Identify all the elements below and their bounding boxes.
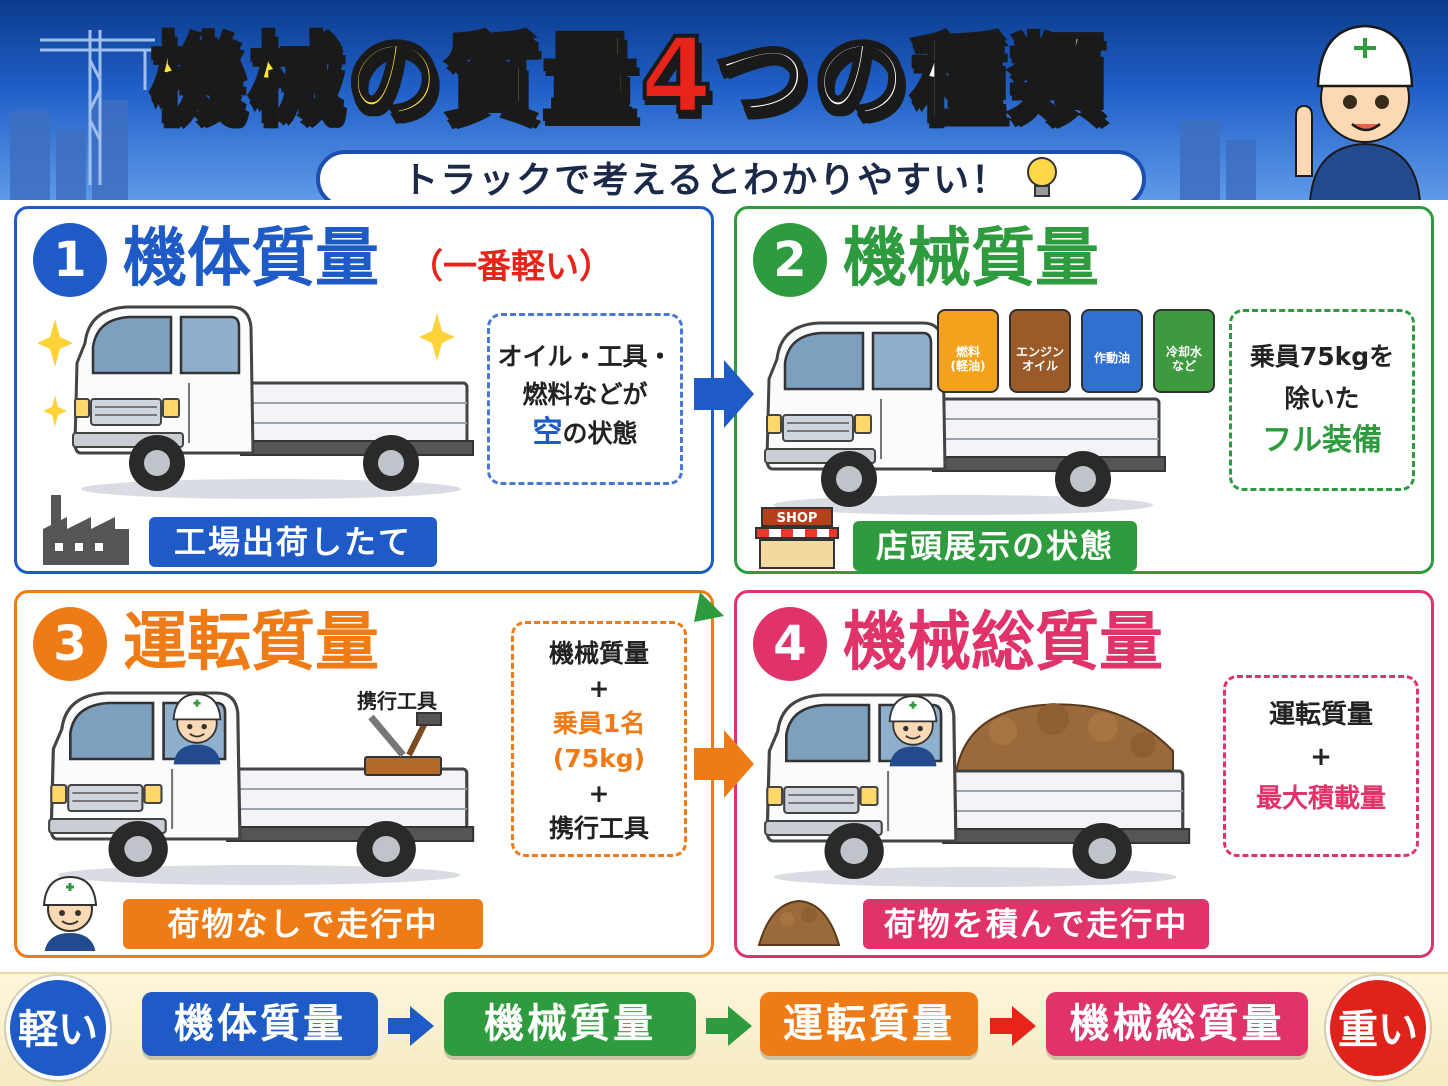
scene-label: 店頭展示の状態 <box>853 521 1137 571</box>
crane-icon <box>40 30 155 185</box>
subtitle-text: トラックで考えるとわかりやすい！ <box>402 160 1010 200</box>
condition-box: 運転質量 + 最大積載量 <box>1223 675 1419 857</box>
loaded-truck-image <box>763 693 1191 889</box>
condition-line: 乗員75kgを <box>1249 342 1395 371</box>
panel-title: 機械質量 <box>843 222 1099 296</box>
condition-box: 乗員75kgを 除いた フル装備 <box>1229 309 1415 491</box>
condition-line: オイル・工具・ <box>497 342 673 371</box>
panel-number: 4 <box>753 607 827 681</box>
panel-number: 1 <box>33 223 107 297</box>
condition-line: 除いた <box>1284 384 1360 413</box>
condition-line: 機械質量 <box>548 639 649 668</box>
condition-box: 機械質量 + 乗員1名 (75kg) + 携行工具 <box>511 621 687 857</box>
arrow-right-icon <box>990 1006 1036 1046</box>
sparkle-icon <box>37 319 73 427</box>
panel-gross-mass: 4 機械総質量 運転質量 + 最大積載量 荷物を積んで走行中 <box>734 590 1434 958</box>
condition-emphasis: 空 <box>532 415 563 450</box>
arrow-right-icon <box>694 730 754 798</box>
panel-machine-mass: 2 機械質量 燃料 (軽油) エンジン オイル 作動油 冷却水 など 乗員75k… <box>734 206 1434 574</box>
tools-icon <box>364 712 442 776</box>
can-label: 燃料 (軽油) <box>950 345 986 373</box>
title-part-2: 4 <box>638 13 715 139</box>
scene-label: 荷物を積んで走行中 <box>863 899 1209 949</box>
light-badge: 軽い <box>6 976 110 1080</box>
title-part-1: 機械の質量 <box>148 21 640 137</box>
panel-operating-mass: 3 運転質量 携行工具 機械質量 + 乗員1名 (75kg) + 携行工具 荷物… <box>14 590 714 958</box>
condition-emphasis-2: (75kg) <box>552 744 646 773</box>
coolant-can-icon: 冷却水 など <box>1153 309 1215 393</box>
fluid-cans: 燃料 (軽油) エンジン オイル 作動油 冷却水 など <box>937 309 1217 393</box>
sparkle-icon <box>419 313 455 361</box>
factory-icon <box>43 495 129 565</box>
condition-line: + <box>588 674 610 703</box>
lightbulb-icon <box>1026 157 1057 197</box>
condition-line: 携行工具 <box>548 814 649 843</box>
panel-note: （一番軽い） <box>409 247 613 287</box>
condition-line: + <box>1310 742 1332 772</box>
tool-label: 携行工具 <box>357 689 437 713</box>
dirt-pile-icon <box>757 899 841 946</box>
scene-label: 工場出荷したて <box>149 517 437 567</box>
fuel-can-icon: 燃料 (軽油) <box>937 309 999 393</box>
panel-title: 機体質量 <box>123 222 379 296</box>
panel-body-mass: 1 機体質量 （一番軽い） オイル・工具・ 燃料などが 空の状態 工場出荷したて <box>14 206 714 574</box>
main-title: 機械の質量4つの種類 <box>148 6 1270 146</box>
driver-icon <box>42 875 98 951</box>
mascot-worker-icon <box>1295 24 1421 200</box>
title-part-3: つの種類 <box>712 21 1107 137</box>
can-label: エンジン オイル <box>1015 345 1064 373</box>
scene-label: 荷物なしで走行中 <box>123 899 483 949</box>
order-step-1: 機体質量 <box>142 992 378 1056</box>
order-step-2: 機械質量 <box>444 992 696 1056</box>
panel-number: 2 <box>753 223 827 297</box>
heavy-badge: 重い <box>1326 976 1430 1080</box>
arrow-right-icon <box>706 1006 752 1046</box>
can-label: 冷却水 など <box>1165 345 1202 373</box>
arrow-down-left-icon <box>694 576 740 622</box>
condition-line: 運転質量 <box>1268 700 1373 730</box>
condition-tail: の状態 <box>562 419 638 448</box>
panel-number: 3 <box>33 607 107 681</box>
arrow-right-icon <box>694 360 754 428</box>
condition-line: + <box>588 779 610 808</box>
condition-box: オイル・工具・ 燃料などが 空の状態 <box>487 313 683 485</box>
header-banner: 機械の質量4つの種類 トラックで考えるとわかりやすい！ <box>0 0 1448 200</box>
condition-emphasis: フル装備 <box>1262 423 1382 458</box>
arrow-right-icon <box>388 1006 434 1046</box>
can-label: 作動油 <box>1093 351 1130 365</box>
subtitle: トラックで考えるとわかりやすい！ <box>316 150 1146 200</box>
hydraulic-oil-can-icon: 作動油 <box>1081 309 1143 393</box>
panel-title: 運転質量 <box>123 606 379 680</box>
condition-emphasis: 乗員1名 <box>552 709 646 738</box>
condition-emphasis: 最大積載量 <box>1255 784 1386 814</box>
engine-oil-can-icon: エンジン オイル <box>1009 309 1071 393</box>
order-step-4: 機械総質量 <box>1046 992 1308 1056</box>
condition-line: 燃料などが <box>522 380 648 409</box>
shop-sign: SHOP <box>761 507 833 527</box>
order-step-3: 運転質量 <box>760 992 978 1056</box>
shop-icon: SHOP <box>755 507 839 569</box>
panel-title: 機械総質量 <box>843 606 1163 680</box>
